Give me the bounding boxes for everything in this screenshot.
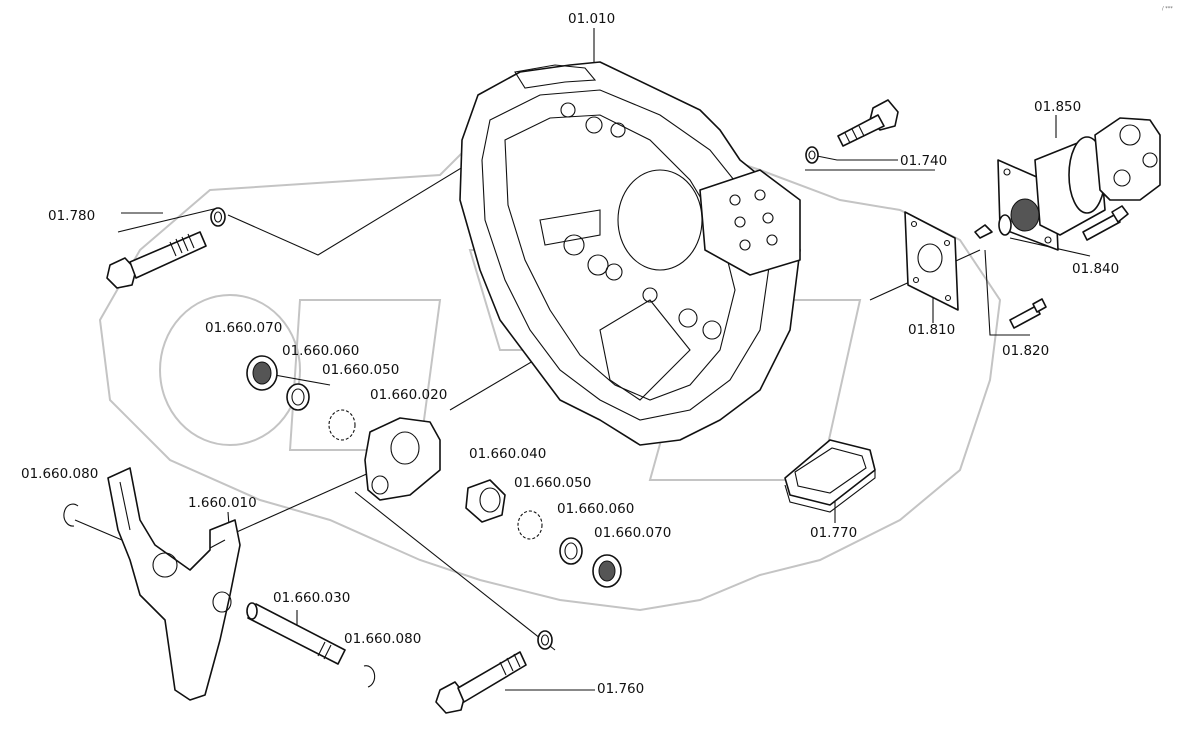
left-bearing-set — [246, 355, 356, 441]
label-01-840: 01.840 — [1072, 261, 1119, 277]
leader-lines — [74, 28, 1091, 691]
label-01-660-080-lower: 01.660.080 — [344, 631, 421, 647]
clutch-actuator — [974, 117, 1161, 251]
label-01-760: 01.760 — [597, 681, 644, 697]
label-01-810: 01.810 — [908, 322, 955, 338]
circlip-pin — [363, 665, 376, 688]
fork-bracket — [364, 417, 441, 501]
label-01-770: 01.770 — [810, 525, 857, 541]
label-01-010: 01.010 — [568, 11, 615, 27]
circlip-left — [63, 503, 79, 527]
label-01-660-040: 01.660.040 — [469, 446, 546, 462]
label-1-660-010: 1.660.010 — [188, 495, 257, 511]
gasket-01770 — [784, 439, 876, 513]
label-01-660-050-lower: 01.660.050 — [514, 475, 591, 491]
bolt-01760 — [435, 630, 553, 714]
label-01-660-060-upper: 01.660.060 — [282, 343, 359, 359]
label-01-740: 01.740 — [900, 153, 947, 169]
pivot-pin — [246, 602, 346, 665]
bolt-01740 — [805, 99, 899, 164]
label-01-820: 01.820 — [1002, 343, 1049, 359]
label-01-660-070-lower: 01.660.070 — [594, 525, 671, 541]
label-01-660-020: 01.660.020 — [370, 387, 447, 403]
screw-01840 — [1082, 205, 1129, 241]
label-01-850: 01.850 — [1034, 99, 1081, 115]
bolt-01780 — [106, 207, 226, 289]
label-01-660-080-left: 01.660.080 — [21, 466, 98, 482]
label-01-780: 01.780 — [48, 208, 95, 224]
part-labels: 01.010 01.850 01.740 01.780 01.840 01.81… — [21, 6, 1173, 697]
label-01-660-050-upper: 01.660.050 — [322, 362, 399, 378]
label-01-660-070-upper: 01.660.070 — [205, 320, 282, 336]
right-bearing-set — [465, 479, 622, 588]
corner-mark: / *** — [1162, 6, 1173, 12]
screw-01820 — [1009, 298, 1047, 329]
clutch-housing — [459, 61, 801, 446]
label-01-660-030: 01.660.030 — [273, 590, 350, 606]
label-01-660-060-lower: 01.660.060 — [557, 501, 634, 517]
mounting-plate — [904, 211, 959, 311]
release-fork — [107, 467, 241, 701]
